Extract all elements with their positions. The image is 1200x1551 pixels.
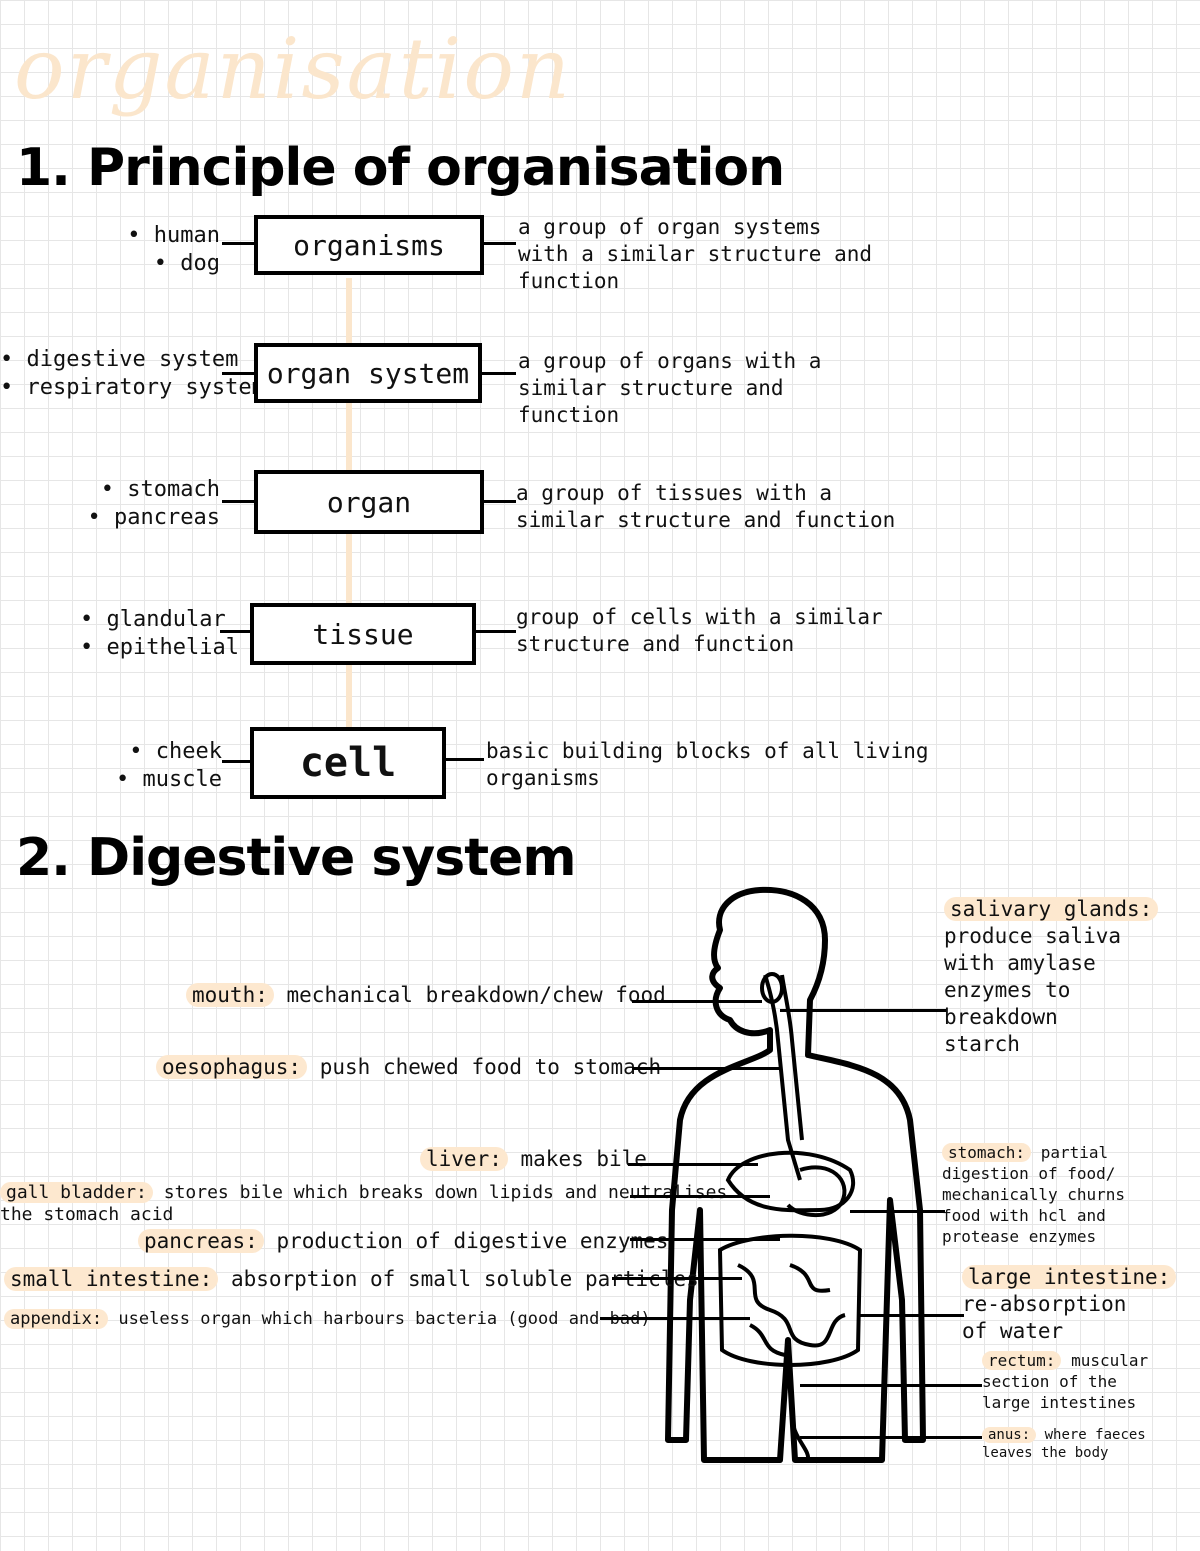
leader-line [612,1277,742,1280]
leader-line [628,1163,758,1166]
examples-organisms: • human• dog [127,223,220,276]
leader-line [800,1384,982,1387]
leader-line [800,1436,982,1439]
label-gall-bladder: gall bladder: stores bile which breaks d… [0,1182,728,1225]
examples-cell: • cheek• muscle [116,739,222,792]
label-large-intestine: large intestine: re-absorption of water [962,1264,1177,1345]
leader-line [860,1314,964,1317]
connector-line [484,242,516,245]
label-salivary-glands: salivary glands: produce saliva with amy… [944,896,1159,1058]
connector-line [222,372,256,375]
leader-line [632,1000,762,1003]
label-rectum: rectum: muscular section of the large in… [982,1351,1149,1412]
box-organ: organ [254,470,484,534]
examples-tissue: • glandular• epithelial [80,607,239,660]
connector-line [222,242,256,245]
label-appendix: appendix: useless organ which harbours b… [4,1306,651,1332]
page-title: organisation [14,20,573,118]
examples-organ: • stomach• pancreas [87,477,220,530]
connector-line [476,630,516,633]
leader-line [780,1009,946,1012]
box-tissue: tissue [250,603,476,665]
leader-line [600,1317,750,1320]
connector-line [482,372,516,375]
box-organ-system: organ system [254,343,482,403]
connector-line [484,500,516,503]
examples-organ-system: • digestive system• respiratory system [0,347,265,400]
section1-heading: 1. Principle of organisation [16,138,785,198]
connector-line [222,760,252,763]
leader-line [850,1210,945,1213]
label-pancreas: pancreas: production of digestive enzyme… [138,1228,668,1254]
leader-line [630,1238,780,1241]
box-cell: cell [250,727,446,799]
connector-line [222,500,256,503]
digestive-system-diagram [665,886,926,1463]
label-stomach: stomach: partial digestion of food/ mech… [942,1143,1126,1246]
box-organisms: organisms [254,215,484,275]
leader-line [632,1067,782,1070]
label-small-intestine: small intestine: absorption of small sol… [4,1266,699,1292]
connector-line [220,630,252,633]
label-oesophagus: oesophagus: push chewed food to stomach [156,1054,661,1080]
label-liver: liver: makes bile [420,1146,647,1172]
section2-heading: 2. Digestive system [16,828,577,888]
label-anus: anus: where faeces leaves the body [982,1427,1146,1461]
leader-line [630,1195,770,1198]
label-mouth: mouth: mechanical breakdown/chew food [186,982,666,1008]
connector-line [446,758,484,761]
